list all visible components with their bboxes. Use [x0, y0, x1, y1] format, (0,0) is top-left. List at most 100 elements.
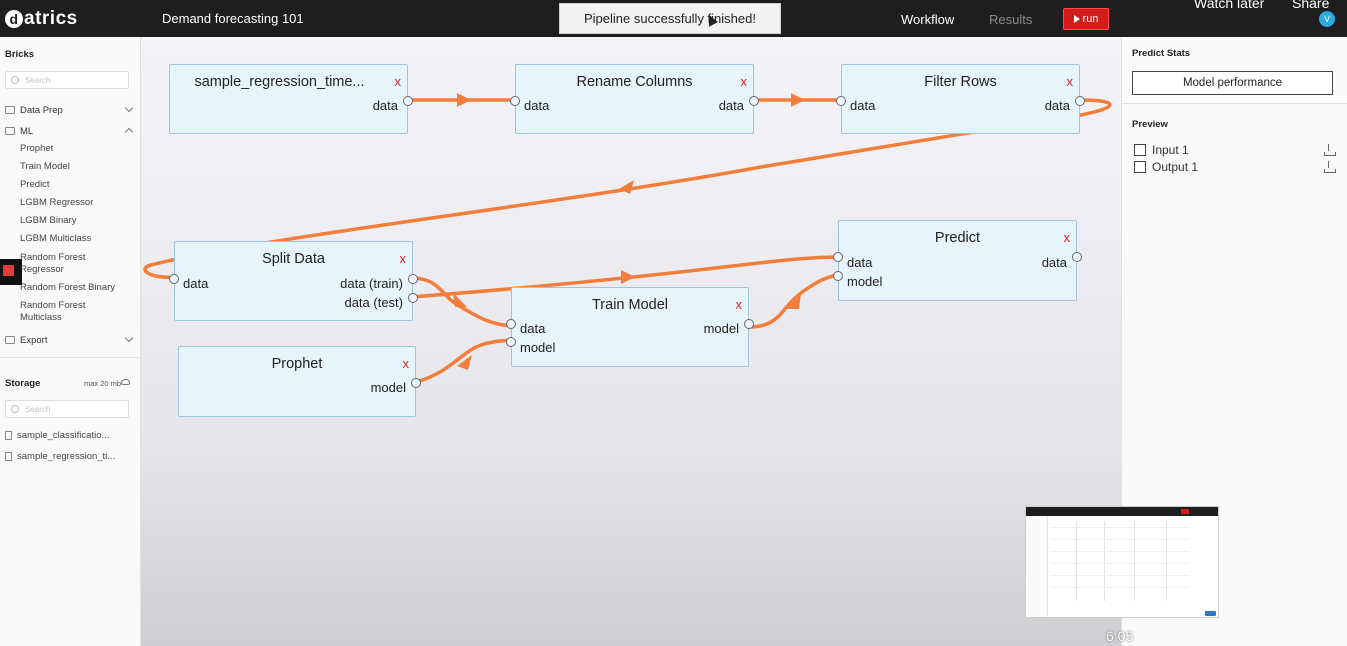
brick-random-forest-binary[interactable]: Random Forest Binary: [20, 282, 116, 293]
category-label: ML: [20, 125, 34, 137]
brick-random-forest-multiclass[interactable]: Random Forest Multiclass: [20, 300, 86, 323]
storage-search-placeholder: Search: [25, 404, 51, 414]
port-label: data: [520, 321, 546, 336]
close-icon[interactable]: x: [1066, 74, 1074, 89]
thumbnail-topbar: [1026, 507, 1218, 516]
download-icon[interactable]: [1324, 144, 1336, 156]
cloud-upload-icon[interactable]: [121, 379, 130, 385]
node-predict[interactable]: Predict x data model data: [833, 220, 1082, 301]
bricks-search-input[interactable]: Search: [5, 71, 129, 89]
recording-tab[interactable]: [0, 259, 22, 285]
watch-later-link[interactable]: Watch later: [1194, 0, 1265, 11]
port-label: data (train): [340, 276, 403, 291]
wire-split-test-to-predict[interactable]: [410, 255, 839, 299]
output-port[interactable]: [411, 378, 421, 388]
node-title: Predict: [934, 230, 981, 246]
arrow-icon: [457, 93, 471, 107]
output-port[interactable]: [403, 96, 413, 106]
node-title: Split Data: [262, 251, 325, 267]
thumbnail-column: [1076, 521, 1077, 601]
thumbnail-row: [1050, 575, 1190, 576]
arrow-icon: [453, 293, 467, 307]
thumbnail-column: [1134, 521, 1135, 601]
node-title: Train Model: [591, 297, 669, 313]
wire-train-model-to-predict[interactable]: [748, 273, 839, 329]
user-avatar[interactable]: V: [1319, 11, 1335, 27]
close-icon[interactable]: x: [399, 251, 407, 266]
thumbnail-row: [1050, 527, 1190, 528]
output-port[interactable]: [744, 319, 754, 329]
file-icon: [5, 430, 12, 440]
node-train-model[interactable]: Train Model x data model model: [506, 287, 754, 367]
brick-train-model[interactable]: Train Model: [20, 161, 70, 172]
node-split-data[interactable]: Split Data x data data (train) data (tes…: [169, 241, 418, 321]
storage-limit: max 20 mb: [84, 379, 122, 388]
tab-workflow[interactable]: Workflow: [901, 12, 955, 27]
close-icon[interactable]: x: [402, 356, 410, 371]
brick-prophet[interactable]: Prophet: [20, 143, 54, 154]
model-performance-button[interactable]: Model performance: [1132, 71, 1333, 95]
output-port[interactable]: [408, 293, 418, 303]
preview-title: Preview: [1132, 119, 1168, 130]
brick-random-forest-regressor[interactable]: Random Forest Regressor: [20, 252, 86, 275]
brick-lgbm-regressor[interactable]: LGBM Regressor: [20, 197, 94, 208]
brick-lgbm-binary[interactable]: LGBM Binary: [20, 215, 77, 226]
wire-filter-to-split[interactable]: [143, 98, 1112, 279]
workflow-canvas[interactable]: sample_regression_time... x data Rename …: [141, 37, 1121, 646]
input-port[interactable]: [833, 252, 843, 262]
node-title: Filter Rows: [924, 74, 997, 90]
port-label: model: [847, 274, 883, 289]
thumbnail-column: [1166, 521, 1167, 601]
port-label: data: [847, 255, 873, 270]
storage-file[interactable]: sample_regression_ti...: [5, 450, 133, 462]
thumbnail-row: [1050, 587, 1190, 588]
logo-mark: d: [5, 10, 23, 28]
brick-predict[interactable]: Predict: [20, 179, 50, 190]
share-link[interactable]: Share: [1292, 0, 1330, 11]
thumbnail-sidebar: [1026, 516, 1048, 617]
video-preview-thumbnail[interactable]: [1025, 506, 1219, 618]
storage-file[interactable]: sample_classificatio...: [5, 429, 133, 441]
output-port[interactable]: [1075, 96, 1085, 106]
node-title: Rename Columns: [576, 74, 693, 90]
preview-checkbox[interactable]: [1134, 144, 1146, 156]
output-port[interactable]: [749, 96, 759, 106]
brick-lgbm-multiclass[interactable]: LGBM Multiclass: [20, 233, 92, 244]
preview-checkbox[interactable]: [1134, 161, 1146, 173]
input-port[interactable]: [836, 96, 846, 106]
storage-search-input[interactable]: Search: [5, 400, 129, 418]
category-export[interactable]: Export: [5, 333, 134, 347]
preview-item-input-1[interactable]: Input 1: [1134, 143, 1336, 157]
input-port[interactable]: [169, 274, 179, 284]
download-icon[interactable]: [1324, 161, 1336, 173]
wire-prophet-to-train-model[interactable]: [415, 338, 512, 384]
input-port[interactable]: [833, 271, 843, 281]
category-data-prep[interactable]: Data Prep: [5, 103, 134, 117]
stop-icon: [3, 265, 14, 276]
input-port[interactable]: [506, 337, 516, 347]
chevron-down-icon: [124, 333, 134, 343]
run-button[interactable]: run: [1063, 8, 1109, 30]
close-icon[interactable]: x: [1063, 230, 1071, 245]
top-bar: d atrics Demand forecasting 101 Pipeline…: [0, 0, 1347, 37]
category-ml[interactable]: ML: [5, 124, 134, 138]
input-port[interactable]: [510, 96, 520, 106]
tab-results[interactable]: Results: [989, 12, 1033, 27]
node-prophet[interactable]: Prophet x model: [178, 346, 421, 417]
node-filter-rows[interactable]: Filter Rows x data data: [836, 64, 1085, 134]
output-port[interactable]: [408, 274, 418, 284]
input-port[interactable]: [506, 319, 516, 329]
close-icon[interactable]: x: [740, 74, 748, 89]
app-logo[interactable]: d atrics: [5, 7, 78, 31]
preview-item-output-1[interactable]: Output 1: [1134, 160, 1336, 174]
project-title[interactable]: Demand forecasting 101: [162, 11, 304, 26]
thumbnail-run: [1181, 509, 1189, 514]
close-icon[interactable]: x: [394, 74, 402, 89]
node-sample-regression[interactable]: sample_regression_time... x data: [169, 64, 413, 134]
search-icon: [11, 405, 19, 413]
success-toast: Pipeline successfully finished!: [559, 3, 781, 34]
output-port[interactable]: [1072, 252, 1082, 262]
node-rename-columns[interactable]: Rename Columns x data data: [510, 64, 759, 134]
bricks-sidebar: Bricks Search Data Prep ML Prophet Train…: [0, 37, 141, 646]
close-icon[interactable]: x: [735, 297, 743, 312]
